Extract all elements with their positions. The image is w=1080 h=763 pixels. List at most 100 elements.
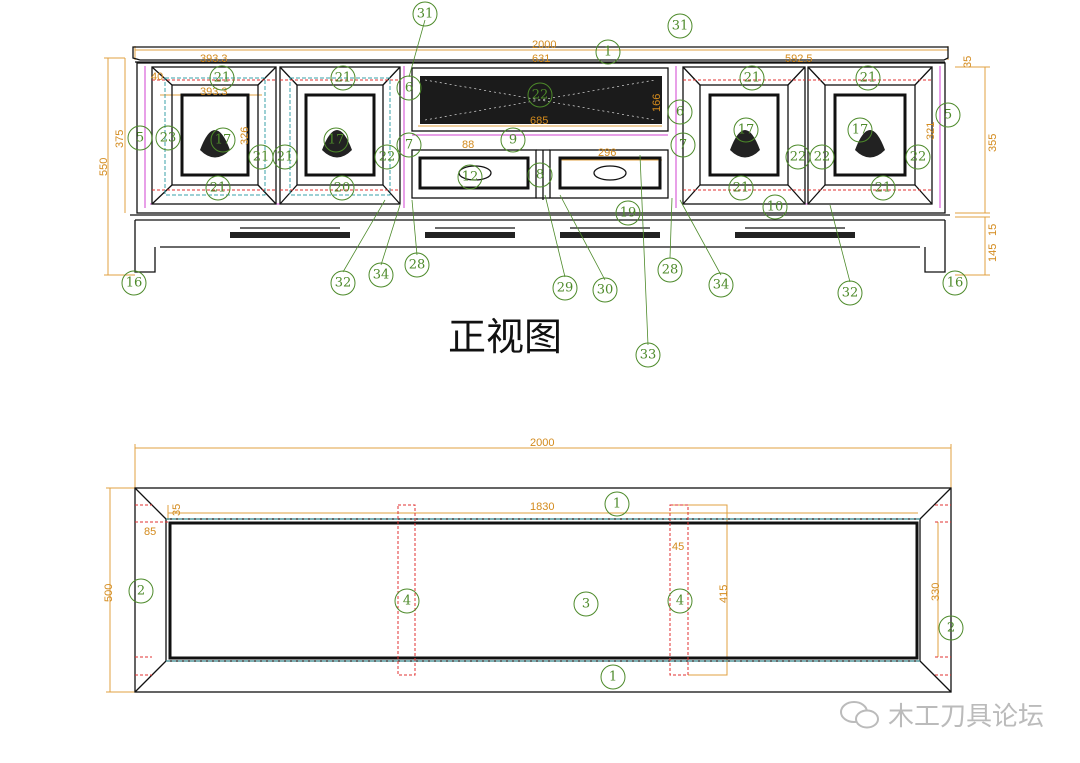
- balloon-label: 8: [536, 168, 544, 183]
- part-balloon: 34: [368, 262, 394, 288]
- part-balloon: 17: [323, 127, 349, 153]
- plan-dim-depth: 500: [103, 584, 115, 602]
- dim-drawer-width: 296: [598, 147, 616, 159]
- dim-right-panel-height: 321: [925, 122, 937, 140]
- balloon-label: 2: [137, 584, 145, 599]
- part-balloon: 3: [573, 591, 599, 617]
- part-balloon: 6: [396, 75, 422, 101]
- part-balloon: 17: [847, 117, 873, 143]
- part-balloon: 22: [527, 82, 553, 108]
- part-balloon: 21: [330, 65, 356, 91]
- part-balloon: 9: [500, 127, 526, 153]
- part-balloon: 21: [272, 144, 298, 170]
- part-balloon: 31: [412, 1, 438, 27]
- balloon-label: 33: [640, 348, 657, 363]
- watermark-text: 木工刀具论坛: [888, 702, 1045, 732]
- dim-right-door-width: 592.5: [785, 53, 813, 65]
- balloon-label: 21: [335, 71, 352, 86]
- dim-door-height: 375: [114, 130, 126, 148]
- balloon-label: 32: [335, 276, 352, 291]
- part-balloon: 5: [935, 102, 961, 128]
- part-balloon: 16: [121, 270, 147, 296]
- balloon-label: 7: [679, 138, 687, 153]
- dim-lattice-height: 166: [651, 94, 663, 112]
- part-balloon: 21: [728, 175, 754, 201]
- part-balloon: 28: [404, 252, 430, 278]
- balloon-label: 22: [910, 150, 927, 165]
- plan-dim-inner-depth: 330: [930, 583, 942, 601]
- balloon-label: 34: [373, 268, 390, 283]
- dim-base-height: 145: [987, 244, 999, 262]
- dim-lattice-width: 685: [530, 115, 548, 127]
- balloon-label: 22: [790, 150, 807, 165]
- part-balloon: 7: [396, 132, 422, 158]
- plan-dim-overall-width: 2000: [530, 437, 554, 449]
- part-balloon: 17: [733, 117, 759, 143]
- balloon-label: 5: [136, 131, 144, 146]
- part-balloon: 19: [615, 200, 641, 226]
- base-apron: [130, 214, 950, 273]
- part-balloon: 32: [837, 280, 863, 306]
- part-balloon: 29: [552, 275, 578, 301]
- part-balloon: 30: [592, 277, 618, 303]
- right-doors: [682, 66, 933, 205]
- part-balloon: 23: [155, 125, 181, 151]
- balloon-label: 9: [509, 133, 517, 148]
- plan-dim-rail-length: 415: [718, 585, 730, 603]
- part-balloon: 20: [329, 175, 355, 201]
- dim-apron-gap: 15: [987, 224, 999, 236]
- part-balloon: 22: [785, 144, 811, 170]
- balloon-label: 21: [744, 71, 761, 86]
- part-balloon: 1: [600, 664, 626, 690]
- wechat-icon: [840, 700, 879, 728]
- balloon-label: 2: [947, 621, 955, 636]
- balloon-label: 17: [852, 123, 869, 138]
- dim-overall-height: 550: [98, 158, 110, 176]
- part-balloon: 5: [127, 125, 153, 151]
- part-balloon: 2: [128, 578, 154, 604]
- balloon-label: 30: [597, 283, 614, 298]
- part-balloon: 22: [809, 144, 835, 170]
- balloon-label: 1: [609, 670, 617, 685]
- balloon-label: 28: [662, 263, 679, 278]
- dim-top-thickness: 35: [962, 56, 974, 68]
- balloon-label: 21: [253, 150, 270, 165]
- part-balloon: 1: [604, 491, 630, 517]
- plan-dim-rail-width: 45: [672, 541, 684, 553]
- part-balloon: 10: [762, 194, 788, 220]
- part-balloon: 31: [667, 13, 693, 39]
- balloon-label: 21: [875, 181, 892, 196]
- plan-dim-offset: 35: [171, 504, 183, 516]
- balloon-label: 16: [947, 276, 964, 291]
- balloon-label: 21: [210, 181, 227, 196]
- dim-overall-width: 2000: [532, 39, 556, 51]
- top-board: [132, 46, 949, 61]
- balloon-label: 21: [214, 71, 231, 86]
- part-balloon: 21: [248, 144, 274, 170]
- balloon-label: 6: [405, 81, 413, 96]
- balloon-label: 6: [676, 105, 684, 120]
- balloon-label: 20: [334, 181, 351, 196]
- front-dimension-texts: 2000 631 393.3 393.3 592.5 40 685 296 88…: [98, 39, 999, 262]
- plan-dim-frame: 85: [144, 526, 156, 538]
- plan-outline: [134, 487, 952, 693]
- plan-dim-inner-width: 1830: [530, 501, 554, 513]
- plan-dimension-texts: 2000 1830 500 85 35 45 415 330: [103, 437, 942, 603]
- part-balloon: 2: [938, 615, 964, 641]
- dim-left-door-width: 393.3: [200, 53, 228, 65]
- view-title: 正视图: [448, 315, 563, 359]
- part-balloon: 1: [595, 39, 621, 65]
- part-balloon: 21: [855, 65, 881, 91]
- drawer-right: [549, 149, 669, 199]
- balloon-label: 5: [944, 108, 952, 123]
- plan-view: [106, 444, 952, 693]
- watermark: 木工刀具论坛: [838, 696, 1044, 733]
- part-balloon: 7: [670, 132, 696, 158]
- balloon-label: 23: [160, 131, 177, 146]
- plan-inner-panel: [168, 521, 919, 660]
- part-balloon: 34: [708, 272, 734, 298]
- drawer-left: [411, 149, 537, 199]
- plan-rail-right: [669, 504, 689, 676]
